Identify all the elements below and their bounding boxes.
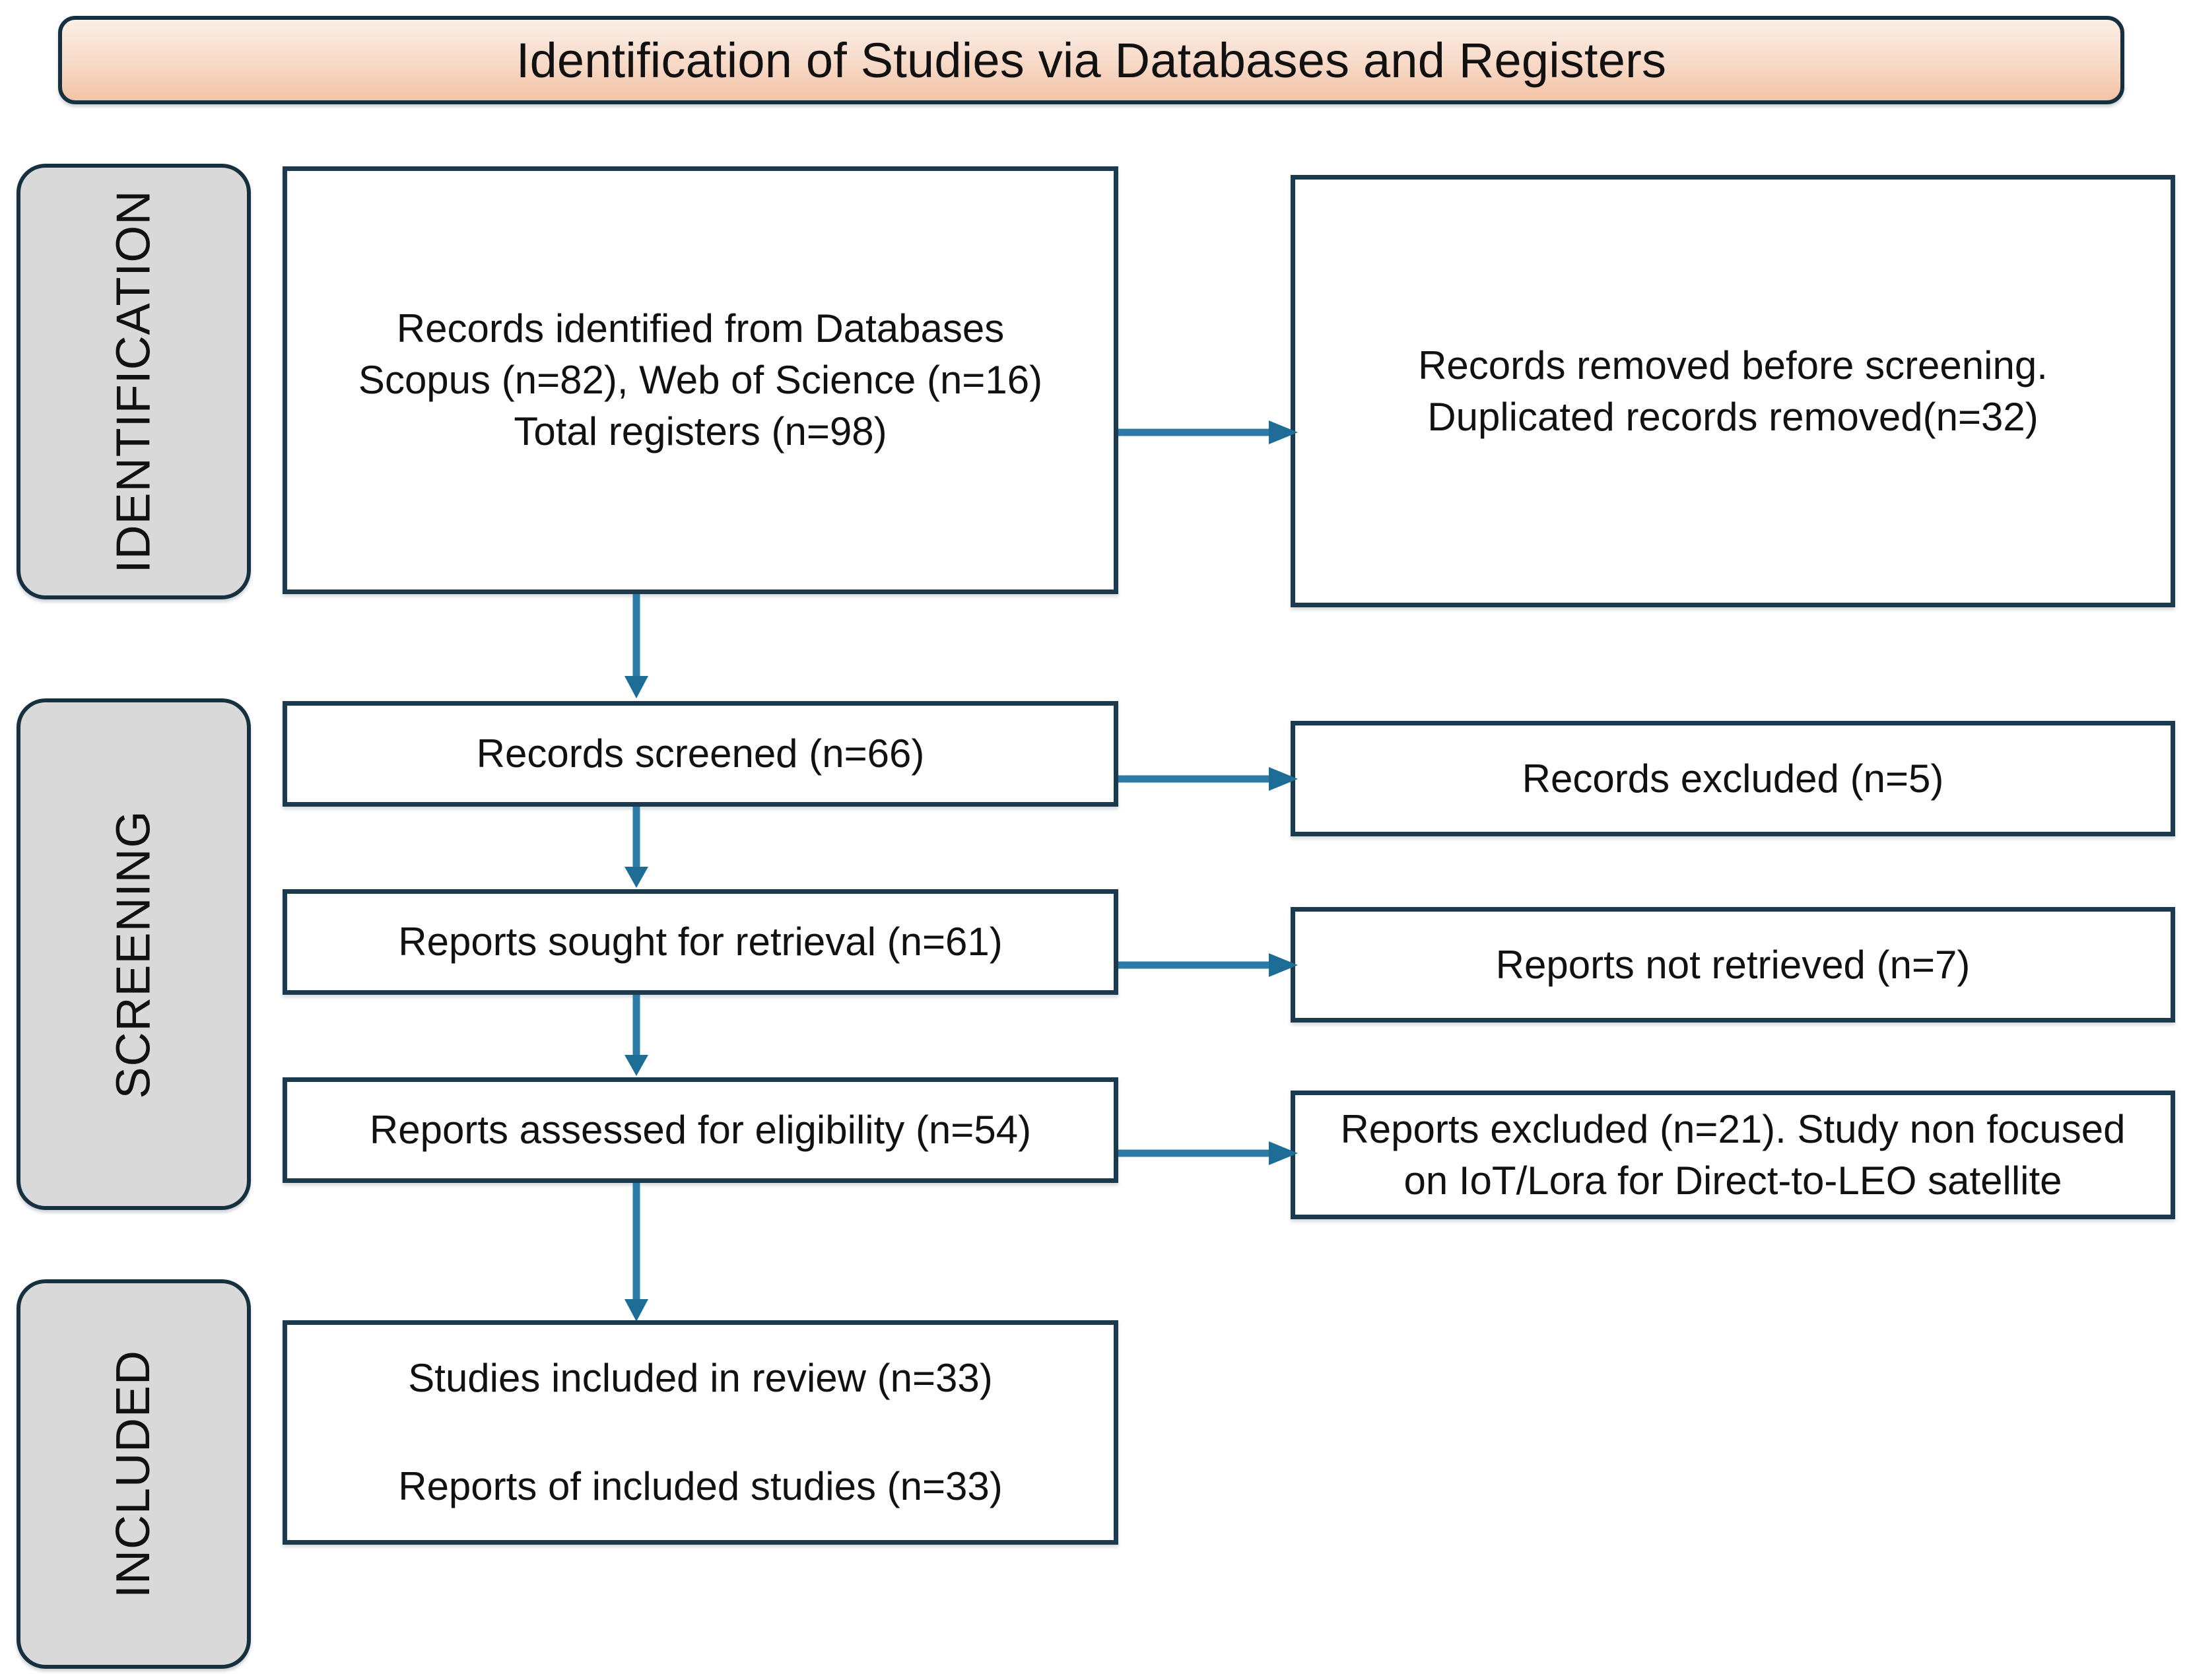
box-line: Reports of included studies (n=33)	[398, 1464, 1003, 1508]
box-reports-sought: Reports sought for retrieval (n=61)	[283, 889, 1118, 995]
arrow-sought-to-not-retrieved	[1118, 952, 1300, 978]
stage-label-included: INCLUDED	[107, 1349, 160, 1599]
arrow-assessed-to-reports-excluded	[1118, 1140, 1300, 1166]
stage-label-identification: IDENTIFICATION	[107, 189, 160, 574]
arrow-identified-to-removed	[1118, 419, 1300, 446]
arrow-screened-to-excluded	[1118, 766, 1300, 792]
box-reports-assessed: Reports assessed for eligibility (n=54)	[283, 1077, 1118, 1183]
box-line: on IoT/Lora for Direct-to-LEO satellite	[1403, 1158, 2062, 1203]
stage-label-screening: SCREENING	[107, 809, 160, 1099]
stage-band-included: INCLUDED	[17, 1279, 251, 1669]
box-records-excluded: Records excluded (n=5)	[1291, 721, 2175, 836]
box-line: Records screened (n=66)	[476, 731, 925, 776]
box-records-identified: Records identified from Databases Scopus…	[283, 166, 1118, 594]
box-line: Reports sought for retrieval (n=61)	[398, 920, 1003, 964]
arrow-identified-to-screened	[623, 594, 650, 700]
stage-band-identification: IDENTIFICATION	[17, 164, 251, 599]
box-line: Records identified from Databases	[396, 306, 1005, 351]
diagram-header-banner: Identification of Studies via Databases …	[58, 16, 2124, 104]
box-line: Records removed before screening.	[1418, 343, 2048, 387]
arrow-screened-to-sought	[623, 807, 650, 889]
box-line: Total registers (n=98)	[514, 409, 887, 454]
diagram-title: Identification of Studies via Databases …	[516, 32, 1667, 88]
box-records-removed: Records removed before screening. Duplic…	[1291, 175, 2175, 607]
stage-band-screening: SCREENING	[17, 698, 251, 1210]
box-line: Reports excluded (n=21). Study non focus…	[1340, 1106, 2126, 1151]
box-line: Reports assessed for eligibility (n=54)	[369, 1108, 1032, 1152]
box-studies-included: Studies included in review (n=33) Report…	[283, 1320, 1118, 1545]
arrow-sought-to-assessed	[623, 995, 650, 1077]
box-reports-excluded-eligibility: Reports excluded (n=21). Study non focus…	[1291, 1091, 2175, 1219]
box-line: Records excluded (n=5)	[1522, 756, 1944, 801]
box-line: Duplicated records removed(n=32)	[1427, 394, 2039, 439]
box-line: Scopus (n=82), Web of Science (n=16)	[358, 358, 1043, 402]
box-line: Reports not retrieved (n=7)	[1495, 942, 1971, 987]
box-line: Studies included in review (n=33)	[408, 1356, 993, 1400]
box-reports-not-retrieved: Reports not retrieved (n=7)	[1291, 907, 2175, 1023]
arrow-assessed-to-included	[623, 1183, 650, 1323]
box-records-screened: Records screened (n=66)	[283, 701, 1118, 807]
